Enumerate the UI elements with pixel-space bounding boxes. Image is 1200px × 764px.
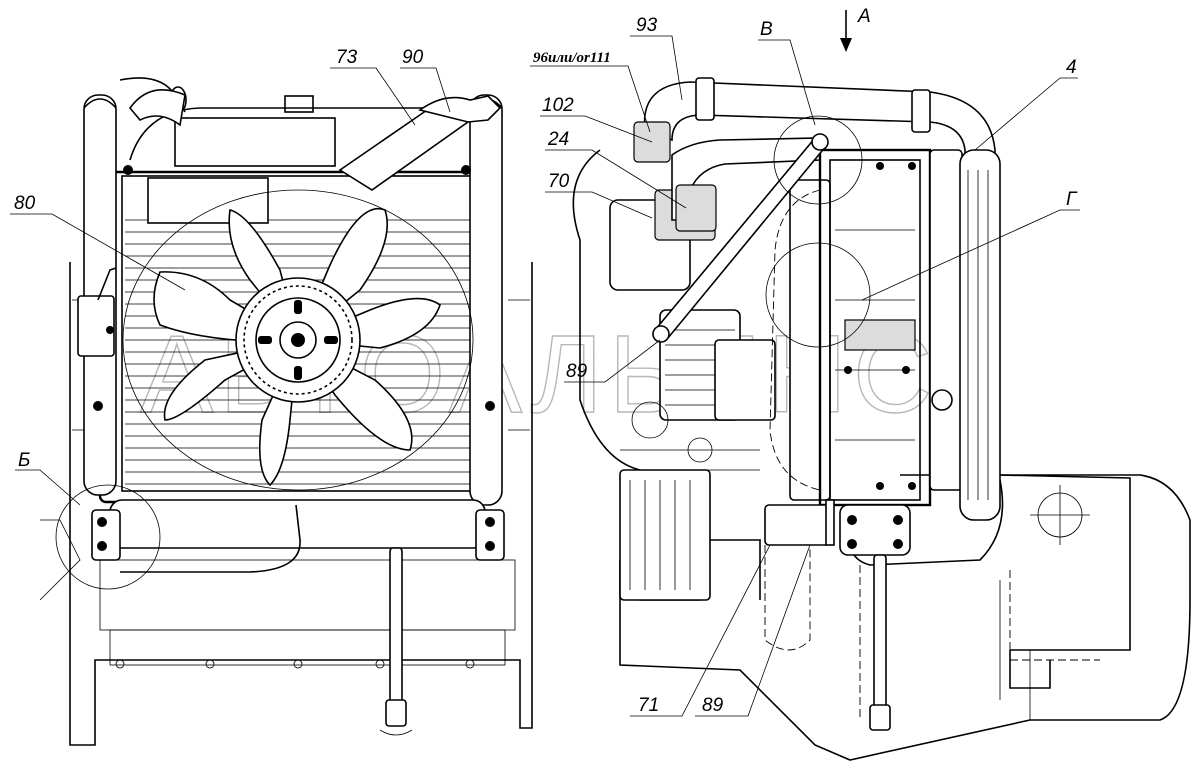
callout-b-left: Б — [18, 450, 30, 471]
callout-89-lower: 89 — [702, 695, 724, 716]
callout-89-upper: 89 — [566, 361, 588, 382]
callout-a: А — [857, 6, 871, 27]
callout-4: 4 — [1066, 57, 1077, 78]
detail-circle-v — [773, 115, 863, 205]
leader-lines — [10, 35, 1080, 717]
detail-circle-b — [55, 484, 161, 590]
callout-80: 80 — [14, 193, 36, 214]
callout-90: 90 — [402, 47, 424, 68]
radiator-left — [77, 94, 505, 573]
chassis-right — [619, 474, 1191, 761]
right-view — [572, 10, 1191, 761]
fan-shroud-right — [769, 189, 821, 491]
callout-70: 70 — [548, 171, 570, 192]
view-arrow-a — [840, 10, 852, 52]
callout-g: Г — [1066, 189, 1078, 210]
drain-pipe-left — [379, 547, 413, 736]
fan — [153, 207, 441, 487]
stay-rod — [652, 133, 829, 343]
left-view — [39, 77, 533, 746]
callout-v: В — [760, 19, 773, 40]
engine-block-left — [39, 262, 533, 746]
detail-circle-g — [765, 242, 871, 348]
radiator-right — [789, 148, 1004, 566]
callout-96-or-111: 96или/or111 — [533, 50, 611, 66]
callout-24: 24 — [547, 129, 569, 150]
callout-71: 71 — [638, 695, 659, 716]
drain-pipe-right — [764, 499, 891, 731]
callout-93: 93 — [636, 15, 658, 36]
callout-73: 73 — [336, 47, 358, 68]
callout-102: 102 — [542, 95, 574, 116]
fan-shroud — [122, 189, 474, 491]
upper-hose-left — [128, 88, 502, 191]
engine-side-right — [572, 149, 776, 601]
